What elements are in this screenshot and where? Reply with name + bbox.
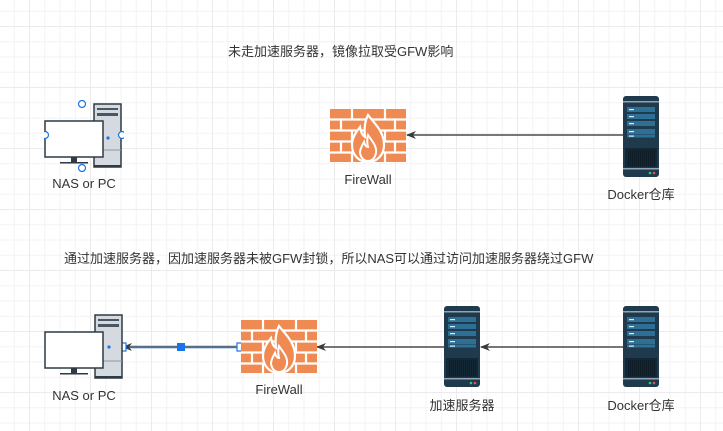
server-icon — [623, 306, 659, 387]
firewall-icon — [330, 109, 406, 164]
bottom-caption: 通过加速服务器，因加速服务器未被GFW封锁，所以NAS可以通过访问加速服务器绕过… — [64, 251, 594, 266]
edge-mid-handle[interactable] — [177, 343, 185, 351]
node-client-top[interactable] — [40, 99, 127, 173]
firewall-icon — [241, 320, 317, 375]
client-label-bottom: NAS or PC — [52, 388, 116, 403]
node-registry-bottom[interactable] — [623, 306, 659, 387]
proxy-label: 加速服务器 — [429, 398, 495, 413]
client-label-top: NAS or PC — [52, 176, 116, 191]
desktop-pc-icon — [40, 99, 127, 173]
firewall-label-bottom: FireWall — [255, 382, 303, 397]
registry-label-bottom: Docker仓库 — [607, 398, 675, 413]
node-firewall-bottom[interactable] — [241, 320, 317, 375]
node-client-bottom[interactable] — [44, 313, 124, 381]
server-icon — [444, 306, 480, 387]
top-caption: 未走加速服务器，镜像拉取受GFW影响 — [228, 44, 454, 59]
desktop-pc-icon — [44, 314, 123, 379]
node-proxy[interactable] — [444, 306, 480, 387]
registry-label-top: Docker仓库 — [607, 187, 675, 202]
firewall-label-top: FireWall — [344, 172, 392, 187]
node-firewall-top[interactable] — [330, 109, 406, 164]
node-registry-top[interactable] — [623, 96, 659, 177]
edge-firewall-to-client-selected[interactable] — [117, 342, 246, 352]
server-icon — [623, 96, 659, 177]
